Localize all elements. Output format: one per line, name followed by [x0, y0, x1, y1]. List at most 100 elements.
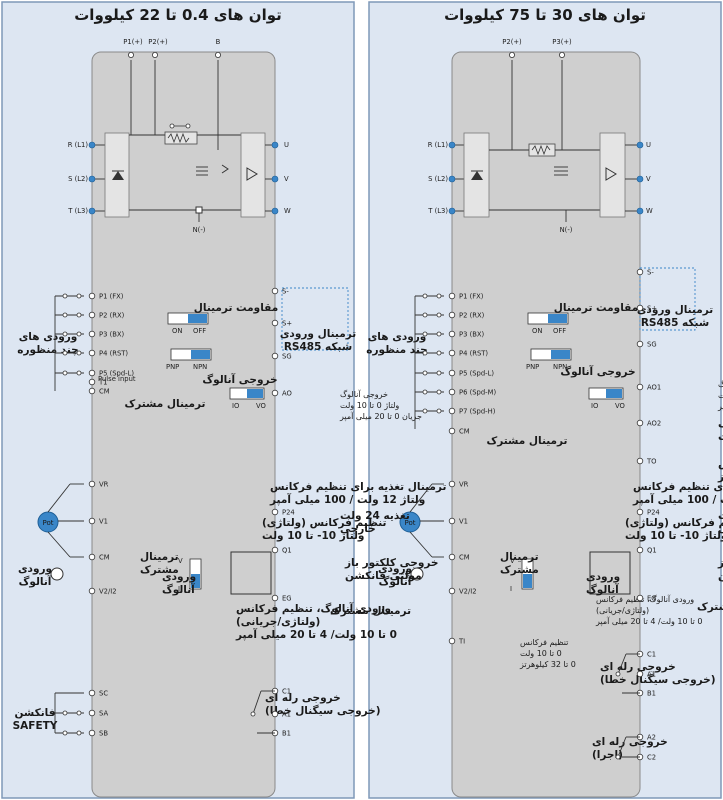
right-inverter	[599, 132, 626, 218]
left-power-dot	[271, 207, 279, 215]
left-terminal-label: P2 (RX)	[99, 311, 125, 319]
left-v-i-switch[interactable]	[189, 558, 202, 590]
left-terminal-dot	[88, 517, 96, 525]
right-off-label: OFF	[553, 327, 566, 335]
left-analog-source-icon	[50, 567, 64, 581]
left-terminal-label: Q1	[282, 546, 292, 554]
right-relay2-contact	[615, 754, 621, 760]
right-terminal-label: Q1	[647, 546, 657, 554]
left-terminal-dot	[88, 292, 96, 300]
right-io-vo-switch[interactable]	[588, 387, 624, 400]
left-pnp-npn-switch[interactable]	[170, 348, 212, 361]
right-terminal-dot	[636, 508, 644, 516]
left-terminal-dot	[88, 349, 96, 357]
left-power-output: V	[284, 175, 289, 183]
left-terminal-dot	[271, 546, 279, 554]
left-terminal-label: P24	[282, 508, 295, 516]
right-labels: P2(+) P3(+) R (L1) S (L2) T (L3) U V W N…	[427, 38, 723, 613]
right-terminal-label: TI	[458, 637, 465, 645]
right-terminal-dot	[448, 292, 456, 300]
right-power-output: W	[646, 207, 653, 215]
left-power-dot	[271, 175, 279, 183]
right-title: توان های 30 تا 75 کیلووات	[444, 6, 646, 24]
left-terminal-dot	[88, 387, 96, 395]
right-term-resistor-switch[interactable]	[527, 312, 569, 325]
left-terminal-dot	[88, 330, 96, 338]
right-relay1-desc: خروجی رله ای(خروجی سیگنال خطا)	[600, 661, 716, 686]
right-pnp-npn-switch[interactable]	[530, 348, 572, 361]
right-eg-desc: ترمینال مشترک	[697, 601, 723, 613]
left-terminal-dot	[88, 369, 96, 377]
right-pnp-label: PNP	[526, 363, 539, 371]
left-title: توان های 0.4 تا 22 کیلووات	[74, 6, 282, 24]
right-power-dot	[636, 141, 644, 149]
right-terminal-dot	[448, 407, 456, 415]
right-analog-source-icon	[410, 567, 424, 581]
left-term-resistor-label: مقاومت ترمینال	[194, 302, 278, 314]
left-io-label: IO	[232, 402, 239, 410]
left-power-dot	[88, 175, 96, 183]
right-terminal-label: S-	[647, 268, 654, 276]
left-terminal-label: B1	[282, 729, 291, 737]
right-terminal-label: P2 (RX)	[459, 311, 485, 319]
right-terminal-label: TO	[646, 457, 657, 465]
right-n-label: N(-)	[560, 226, 573, 234]
right-on-label: ON	[532, 327, 542, 335]
left-terminal-label: EG	[282, 594, 292, 602]
left-power-dot	[271, 141, 279, 149]
right-v-i-switch[interactable]	[521, 558, 534, 590]
right-terminal-label: C1	[647, 650, 656, 658]
left-off-label: OFF	[193, 327, 206, 335]
left-power-section	[92, 60, 275, 222]
right-terminal-dot	[636, 383, 644, 391]
left-terminal-label: P5 (Spd-L)	[99, 369, 134, 377]
right-terminal-label: EG	[647, 594, 657, 602]
left-terminal-dot	[88, 311, 96, 319]
left-common-label: ترمینال مشترک	[124, 398, 205, 410]
left-terminal-label: SA	[99, 709, 108, 717]
left-terminal-label: SC	[99, 689, 108, 697]
left-terminal-label: P1 (FX)	[99, 292, 124, 300]
right-terminal-dot	[448, 637, 456, 645]
left-terminal-label: A1	[282, 710, 291, 718]
left-pulse-input: Pulse input	[98, 375, 136, 383]
left-top-terminal-dot	[214, 52, 221, 59]
right-power-input: S (L2)	[428, 175, 448, 183]
left-terminal-label: V1	[99, 517, 108, 525]
right-npn-label: NPN	[553, 363, 567, 371]
left-io-vo-switch[interactable]	[229, 387, 265, 400]
right-power-dot	[448, 141, 456, 149]
right-terminal-dot	[448, 587, 456, 595]
left-optocoupler-icon	[230, 551, 272, 595]
terminals: P1 (FX)P2 (RX)P3 (BX)P4 (RST)P5 (Spd-L)T…	[47, 52, 661, 761]
left-term-resistor-switch[interactable]	[167, 312, 209, 325]
left-top-terminal: P1(+)	[123, 38, 143, 46]
left-eg-desc: ترمینال مشترک	[330, 605, 411, 617]
right-rs485-box	[639, 267, 696, 331]
left-n-label: N(-)	[193, 226, 206, 234]
left-switch-v: V	[178, 557, 183, 565]
right-terminal-label: VR	[459, 480, 469, 488]
left-power-input: T (L3)	[67, 207, 88, 215]
right-terminal-label: P1 (FX)	[459, 292, 484, 300]
right-to-desc: خروجی پالس0 تا 32 کیلوهرتز	[717, 458, 723, 483]
right-power-dot	[636, 207, 644, 215]
left-terminal-label: V2/I2	[99, 587, 117, 595]
left-terminal-label: CM	[99, 387, 110, 395]
right-v1-desc: تنظیم فرکانس (ولتاژی)ولتاژ 10- تا 10 ولت	[625, 517, 723, 542]
left-terminal-dot	[88, 689, 96, 697]
right-terminal-label: SG	[647, 340, 657, 348]
left-terminal-dot	[271, 389, 279, 397]
left-terminal-dot	[88, 553, 96, 561]
